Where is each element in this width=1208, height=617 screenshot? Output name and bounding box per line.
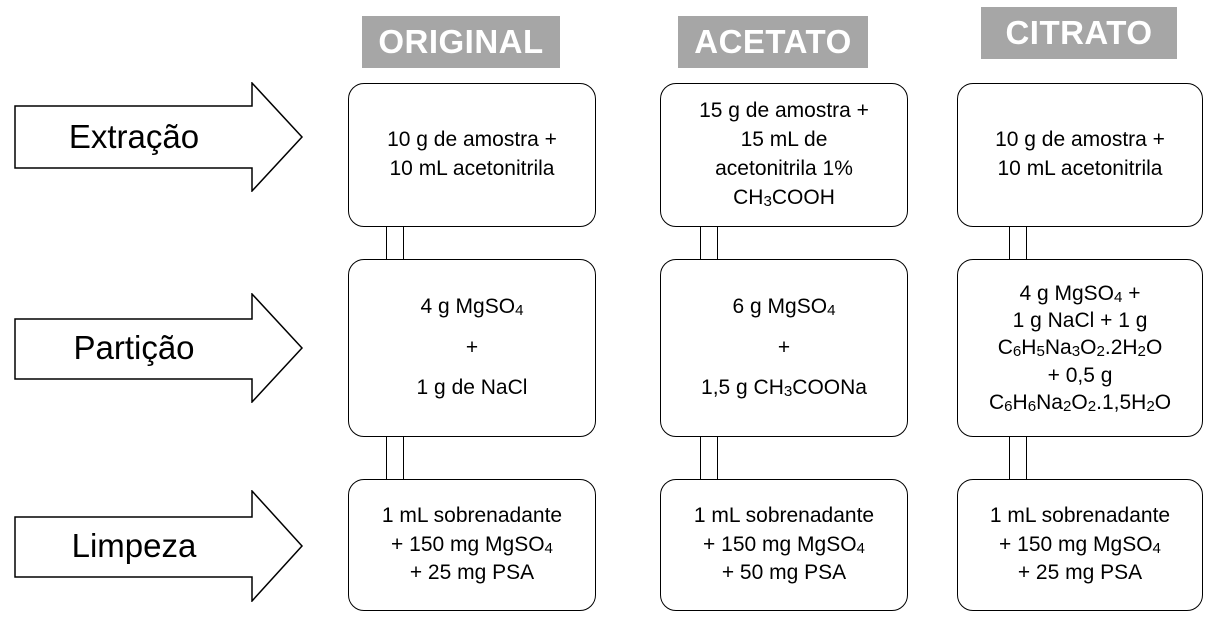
box-text-line: + 150 mg MgSO4 (391, 532, 553, 557)
connector-citrato-1 (1009, 226, 1027, 260)
box-text-line: 6 g MgSO4 (732, 294, 836, 319)
arrow-limpeza-shape (14, 490, 304, 602)
box-original-particao: 4 g MgSO4 +1 g de NaCl (348, 259, 596, 437)
stage-label-particao: Partição (73, 329, 195, 366)
arrow-particao: Partição (14, 293, 304, 403)
connector-original-1 (386, 226, 404, 260)
box-text-line: + 150 mg MgSO4 (703, 532, 865, 557)
box-text-line: acetonitrila 1% (715, 157, 853, 180)
box-acetato-particao: 6 g MgSO4 +1,5 g CH3COONa (660, 259, 908, 437)
box-text-line: + 25 mg PSA (409, 561, 535, 585)
header-acetato: ACETATO (678, 16, 868, 68)
box-text-line: 1 mL sobrenadante (381, 503, 563, 527)
box-original-extracao: 10 g de amostra + 10 mL acetonitrila (348, 83, 596, 227)
box-text-line: CH3COOH (733, 185, 835, 210)
box-text-line: + (465, 335, 479, 359)
box-text-line: 15 mL de (740, 128, 828, 152)
box-citrato-extracao: 10 g de amostra + 10 mL acetonitrila (957, 83, 1203, 227)
arrow-extracao: Extração (14, 82, 304, 192)
box-text-line: + 25 mg PSA (1017, 561, 1143, 585)
box-text-line: 10 g de amostra + (387, 128, 557, 152)
arrow-limpeza: Limpeza (14, 490, 304, 602)
header-original: ORIGINAL (362, 16, 560, 68)
box-text-line: 1 g NaCl + 1 g (1012, 309, 1148, 333)
box-text-line: 10 mL acetonitrila (997, 157, 1163, 180)
box-text-line: + (777, 335, 791, 359)
box-text-line: 1 mL sobrenadante (693, 503, 875, 527)
box-text-line: + 0,5 g (1047, 363, 1113, 387)
box-text-line: 1,5 g CH3COONa (701, 376, 867, 401)
header-citrato: CITRATO (981, 7, 1177, 59)
box-text-line: 4 g MgSO4 (420, 294, 524, 319)
stage-label-limpeza: Limpeza (71, 527, 197, 564)
connector-citrato-2 (1009, 436, 1027, 480)
box-text-line: C6H6Na2O2.1,5H2O (988, 390, 1172, 415)
box-text-line: + 50 mg PSA (721, 561, 847, 585)
stage-label-extracao: Extração (68, 118, 200, 155)
box-text-line: 1 mL sobrenadante (989, 503, 1171, 527)
connector-original-2 (386, 436, 404, 480)
connector-acetato-1 (700, 226, 718, 260)
box-text-line: + 150 mg MgSO4 (999, 532, 1161, 557)
box-original-limpeza: 1 mL sobrenadante + 150 mg MgSO4 + 25 mg P… (348, 479, 596, 611)
box-text-line: 1 g de NaCl (416, 376, 528, 400)
box-acetato-extracao: 15 g de amostra + 15 mL de acetonitrila 1%… (660, 83, 908, 227)
box-acetato-limpeza: 1 mL sobrenadante + 150 mg MgSO4 + 50 mg P… (660, 479, 908, 611)
arrow-particao-shape (14, 293, 304, 403)
box-text-line: 4 g MgSO4 + (1019, 281, 1141, 306)
box-citrato-limpeza: 1 mL sobrenadante + 150 mg MgSO4 + 25 mg P… (957, 479, 1203, 611)
box-text-line: 10 g de amostra + (995, 128, 1165, 152)
box-text-line: 10 mL acetonitrila (389, 157, 555, 180)
connector-acetato-2 (700, 436, 718, 480)
box-text-line: 15 g de amostra + (699, 99, 869, 123)
box-citrato-particao: 4 g MgSO4 + 1 g NaCl + 1 g C6H5Na3O2.2H2O+… (957, 259, 1203, 437)
box-text-line: C6H5Na3O2.2H2O (997, 336, 1163, 361)
arrow-extracao-shape (14, 82, 304, 192)
